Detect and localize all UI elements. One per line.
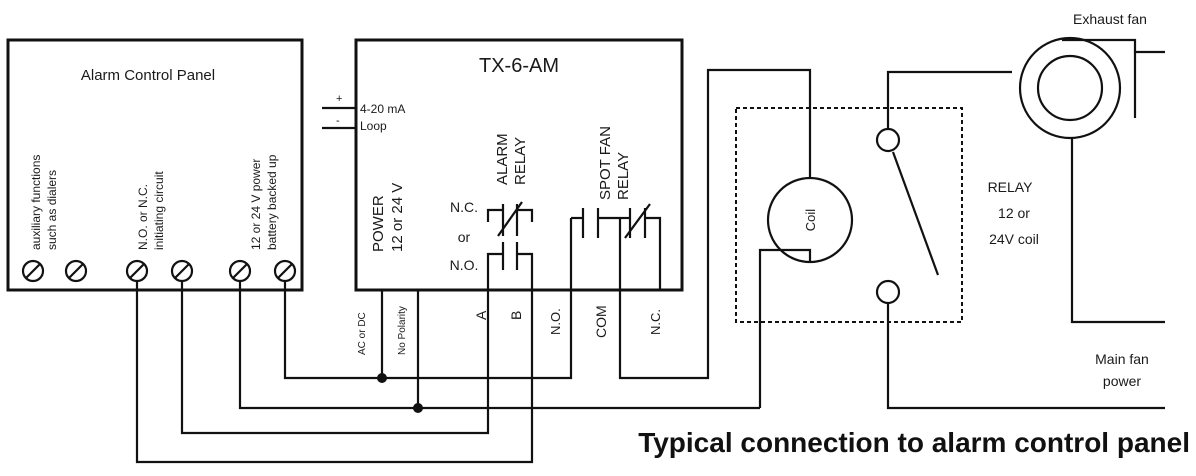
screw-terminal-aux-2 [64,259,88,283]
exhaust-fan: Exhaust fan Main fan power [1018,11,1165,389]
relay-switch-arm [891,151,940,276]
terminal-a-label: A [473,310,489,320]
exhaust-fan-label: Exhaust fan [1073,11,1147,27]
screw-terminal-init-2 [170,259,194,283]
loop-label-line2: Loop [360,119,387,133]
relay-terminal-top [875,127,901,153]
legend-or: or [458,229,471,245]
spot-fan-nc-contact [618,203,662,290]
alarm-relay-label-line1: ALARM [494,133,511,185]
screw-terminal-aux-1 [21,259,45,283]
initiating-circuit-label-line2: initiating circuit [152,171,166,250]
alarm-relay-no-contact [486,242,534,270]
relay-terminal-bottom [875,279,901,305]
field-wiring [135,68,812,464]
initiating-circuit-label-line1: N.O. or N.C. [136,184,150,250]
alarm-panel-title: Alarm Control Panel [81,67,215,84]
relay-label-line2: 12 or [998,205,1030,221]
power-label-line2: 12 or 24 V [389,183,406,252]
junction-dot-2 [413,403,423,413]
alarm-panel-outline [6,38,304,292]
relay-coil: Coil [735,107,963,323]
spot-fan-relay-label-line1: SPOT FAN [597,126,614,200]
relay-enclosure-dashed [735,107,963,323]
legend-nc: N.C. [450,199,478,215]
spot-fan-relay-label-line2: RELAY [615,152,632,200]
loop-label-line1: 4-20 mA [360,102,405,116]
coil-circle [766,176,854,264]
main-fan-power-line2: power [1103,373,1141,389]
terminal-no-label: N.O. [548,308,563,335]
terminal-nc-label: N.C. [648,309,663,335]
relay-contact: RELAY 12 or 24V coil [875,70,1165,410]
fan-housing-inner [1036,54,1104,122]
panel-power-label-line2: battery backed up [265,154,279,250]
alarm-relay-label-line2: RELAY [512,137,529,185]
junction-dot-1 [377,373,387,383]
panel-power-label-line1: 12 or 24 V power [249,159,263,250]
loop-minus-sign: - [336,115,340,127]
alarm-control-panel: Alarm Control Panel auxiliary functions … [6,38,304,292]
coil-label: Coil [803,209,818,232]
diagram-caption: Typical connection to alarm control pane… [638,427,1190,458]
loop-connection: + - 4-20 mA Loop [322,93,405,133]
alarm-relay-nc-contact [486,201,534,237]
terminal-b-label: B [508,311,524,320]
main-fan-power-line1: Main fan [1095,351,1149,367]
loop-plus-sign: + [336,93,342,105]
relay-label-line3: 24V coil [989,231,1039,247]
legend-no: N.O. [450,257,479,273]
power-note-line1: AC or DC [357,312,368,355]
aux-functions-label-line2: such as dialers [45,170,59,250]
controller-outline [354,38,684,292]
fan-housing-outer [1018,36,1122,140]
screw-terminal-power-2 [273,259,297,283]
power-label-line1: POWER [370,195,387,252]
screw-terminal-power-1 [228,259,252,283]
aux-functions-label-line1: auxiliary functions [29,155,43,250]
terminal-com-label: COM [593,305,609,338]
tx6am-controller: TX-6-AM POWER 12 or 24 V ALARM RELAY SPO… [354,38,684,355]
spot-fan-no-contact [569,208,620,290]
controller-title: TX-6-AM [479,55,559,77]
power-note-line2: No Polarity [397,306,408,355]
screw-terminal-init-1 [125,259,149,283]
relay-label-line1: RELAY [988,179,1034,195]
